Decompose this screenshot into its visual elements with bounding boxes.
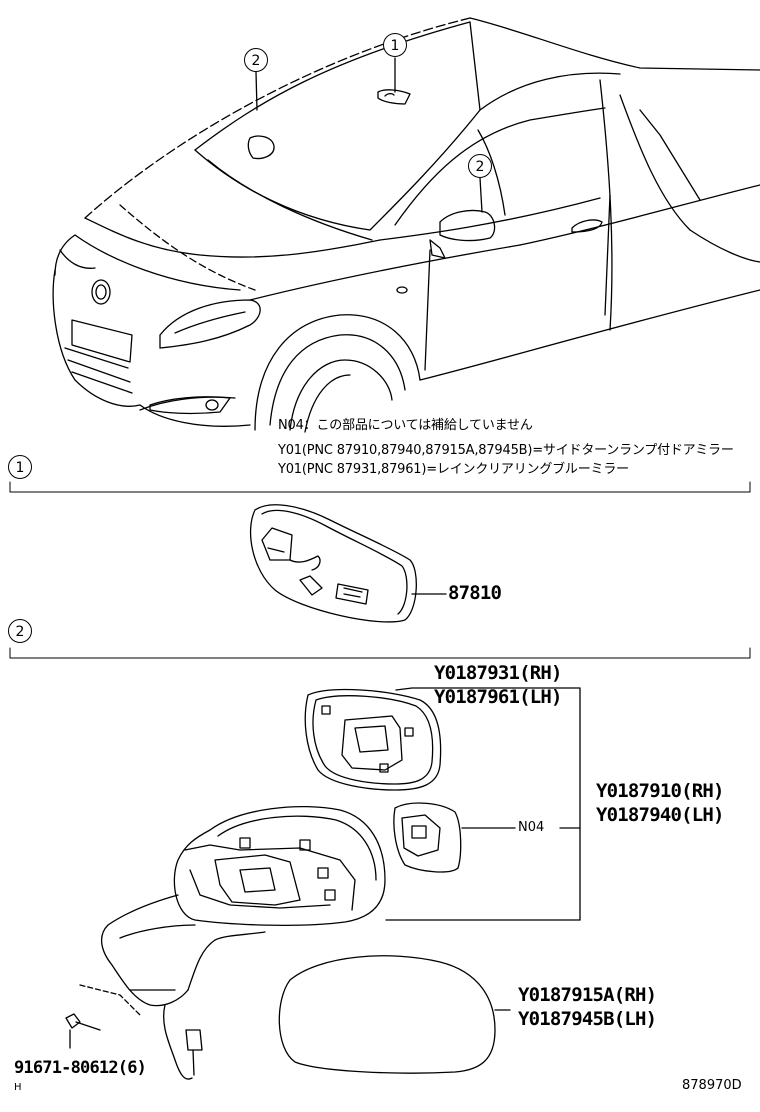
note-n04: N04：この部品については補給していません [278, 418, 533, 433]
part-number-87810: 87810 [448, 582, 502, 604]
part-number-glass-lh: Y0187961(LH) [434, 686, 562, 708]
callout-2-car-left: 2 [244, 48, 268, 72]
drawing-number: 878970D [682, 1078, 742, 1093]
part-number-cover-rh: Y0187915A(RH) [518, 984, 657, 1006]
section-bracket-2 [9, 647, 751, 659]
section-bracket-1 [9, 481, 751, 493]
part-number-assy-lh: Y0187940(LH) [596, 804, 724, 826]
inner-mirror-drawing [249, 504, 447, 623]
note-y01-turn-lamp: Y01(PNC 87910,87940,87915A,87945B)=サイドター… [278, 443, 734, 458]
turn-lamp-drawing [393, 802, 581, 873]
mirror-glass-drawing [304, 687, 581, 921]
footer-mark: H [14, 1082, 22, 1093]
note-y01-rain-clearing: Y01(PNC 87931,87961)=レインクリアリングブルーミラー [278, 462, 629, 477]
callout-2-car-right: 2 [468, 154, 492, 178]
part-number-cover-lh: Y0187945B(LH) [518, 1008, 657, 1030]
callout-1-car: 1 [383, 33, 407, 57]
part-number-glass-rh: Y0187931(RH) [434, 662, 562, 684]
turn-lamp-code: N04 [518, 820, 545, 835]
part-number-assy-rh: Y0187910(RH) [596, 780, 724, 802]
mirror-housing-drawing [65, 806, 581, 1080]
section-marker-2: 2 [8, 619, 32, 643]
mirror-cover-drawing [278, 955, 511, 1074]
part-number-screw: 91671-80612(6) [14, 1058, 147, 1078]
car-illustration [52, 17, 760, 433]
section-marker-1: 1 [8, 455, 32, 479]
